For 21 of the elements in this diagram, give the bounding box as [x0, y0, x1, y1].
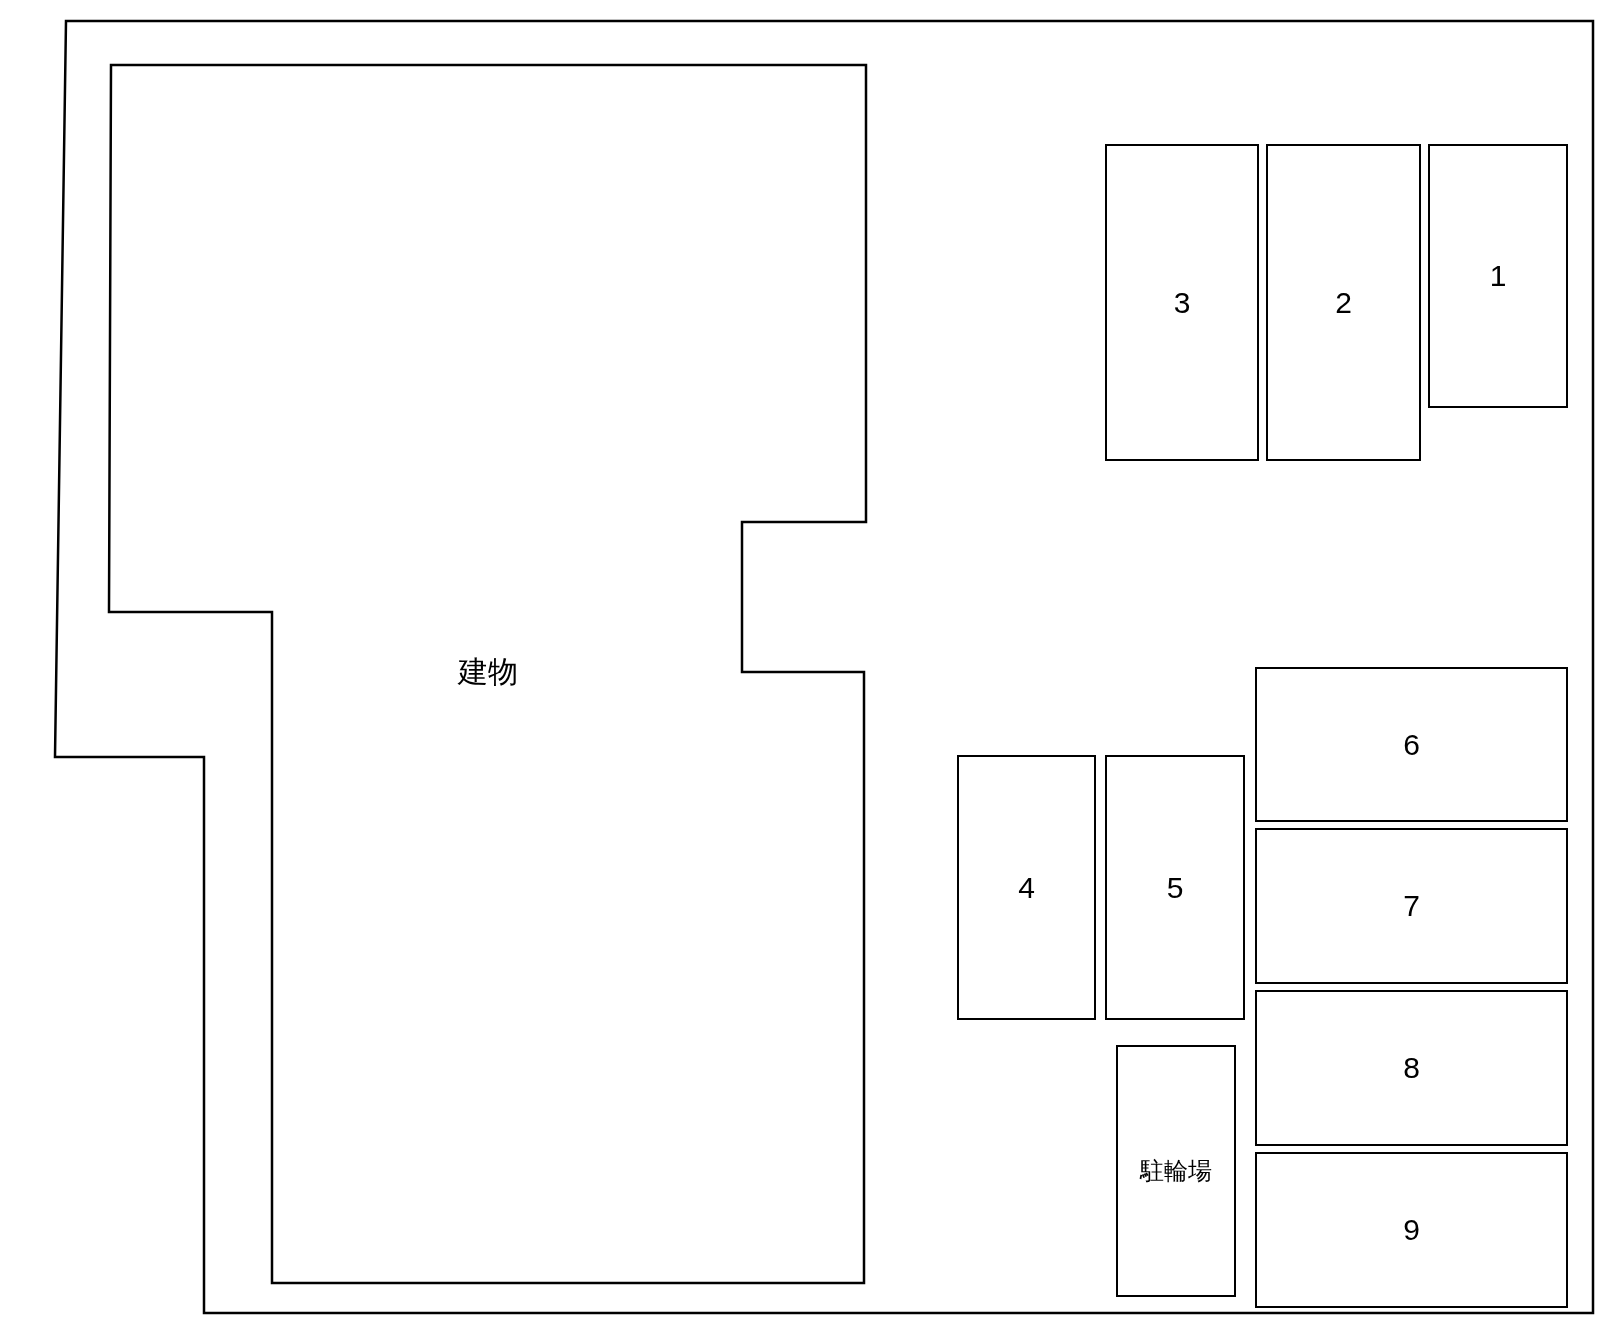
space-number: 9	[1403, 1215, 1420, 1245]
space-number: 5	[1166, 872, 1184, 903]
parking-space	[1428, 144, 1568, 408]
parking-space	[1105, 755, 1245, 1020]
bicycle-parking	[1116, 1045, 1236, 1297]
parking-space	[1255, 828, 1568, 984]
parking-space	[1255, 990, 1568, 1146]
space-number: 2	[1335, 287, 1352, 318]
space-number: 1	[1489, 261, 1507, 291]
space-number: 3	[1173, 287, 1191, 318]
space-number: 4	[1018, 872, 1035, 903]
parking-space	[1255, 667, 1568, 822]
space-number: 8	[1403, 1053, 1420, 1083]
space-number: 7	[1403, 891, 1420, 921]
building-label: 建物	[457, 657, 518, 687]
parking-space	[1266, 144, 1421, 461]
area-label: 駐輪場	[1140, 1159, 1212, 1183]
space-number: 6	[1403, 729, 1420, 760]
parking-space	[957, 755, 1096, 1020]
parking-space	[1105, 144, 1259, 461]
parking-space	[1255, 1152, 1568, 1308]
